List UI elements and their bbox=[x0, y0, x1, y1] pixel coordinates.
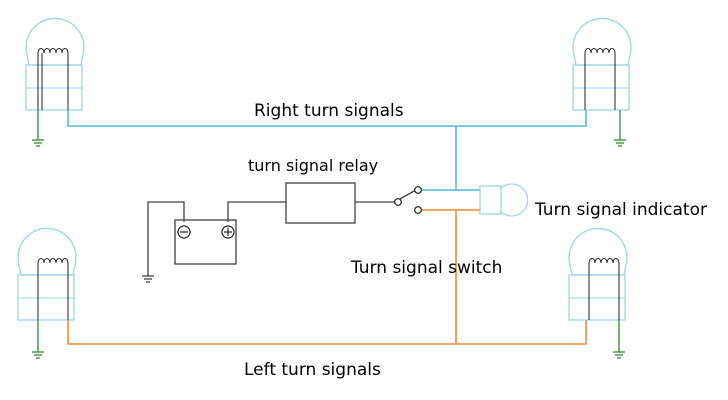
turn-signal-relay bbox=[285, 182, 356, 224]
turn-signal-indicator-lamp bbox=[479, 183, 529, 217]
ground-symbols bbox=[32, 139, 626, 359]
turn-signal-relay-label: turn signal relay bbox=[248, 156, 378, 175]
switch-right-contact bbox=[414, 186, 422, 194]
right-turn-signals-label: Right turn signals bbox=[254, 101, 404, 121]
battery-negative-terminal bbox=[177, 225, 191, 239]
left-turn-signals-label: Left turn signals bbox=[244, 360, 381, 380]
supply-wire bbox=[147, 189, 417, 276]
battery bbox=[174, 219, 237, 265]
right-turn-circuit-wire bbox=[67, 110, 587, 191]
switch-left-contact bbox=[414, 206, 422, 214]
rear-right-lamp bbox=[572, 17, 632, 111]
turn-signal-switch bbox=[394, 186, 422, 214]
turn-signal-indicator-label: Turn signal indicator bbox=[534, 200, 707, 220]
front-right-lamp bbox=[25, 17, 85, 111]
rear-left-lamp bbox=[568, 227, 628, 321]
battery-positive-terminal bbox=[221, 225, 235, 239]
turn-signal-switch-label: Turn signal switch bbox=[350, 258, 502, 278]
switch-common-contact bbox=[394, 198, 402, 206]
front-left-lamp bbox=[17, 227, 77, 321]
battery-ground-symbol bbox=[142, 275, 154, 283]
left-turn-circuit-wire bbox=[67, 209, 587, 345]
ground-wires bbox=[37, 110, 621, 352]
